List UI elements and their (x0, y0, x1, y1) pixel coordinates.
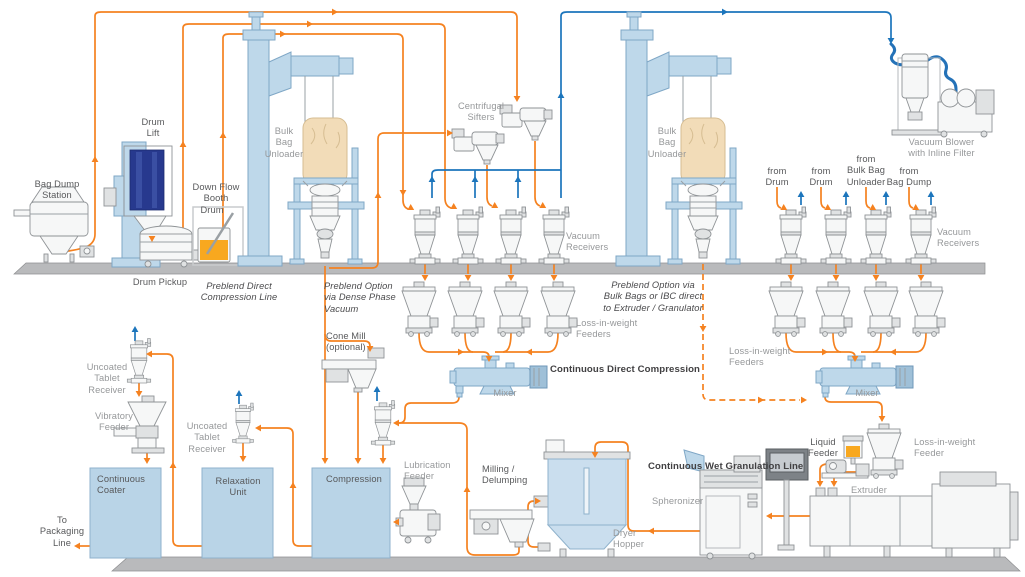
extruder-label: Extruder (851, 485, 887, 495)
bag-dump-station (13, 186, 95, 263)
vacuum-receivers-left-label: Vacuum Receivers (566, 231, 609, 253)
milling-delumping-label: Milling / Delumping (482, 464, 528, 486)
relaxation-unit (201, 467, 274, 559)
lubrication-feeder (395, 477, 441, 544)
liquid-feeder (821, 435, 869, 479)
vacuum-blower-label: Vacuum Blower with Inline Filter (908, 137, 975, 159)
continuous-coater (89, 467, 162, 559)
uncoated-tablet-receiver-2-label: Uncoated Tablet Receiver (186, 421, 228, 454)
vacuum-receivers-left (409, 206, 570, 265)
from-bulk-bag-unloader-label: from Bulk Bag Unloader (846, 154, 886, 187)
liw-feeder-single-label: Loss-in-weight Feeder (914, 437, 976, 459)
compression (311, 467, 391, 559)
cone-mill (321, 347, 385, 393)
flow-lines-blue (134, 11, 958, 404)
vacuum-receivers-right-label: Vacuum Receivers (937, 227, 980, 249)
vacuum-blower (891, 53, 995, 138)
drum-pickup-label: Drum Pickup (132, 277, 188, 287)
to-packaging-line-label: To Packaging Line (39, 515, 85, 548)
centrifugal-sifters-label: Centrifugal Sifters (457, 101, 505, 123)
down-flow-booth (192, 206, 244, 266)
down-flow-booth-label: Down Flow Booth (192, 182, 240, 204)
from-bag-dump-label: from Bag Dump (886, 166, 932, 188)
continuous-coater-label: Continuous Coater (97, 474, 146, 496)
bulk-bag-unloader-1 (237, 11, 365, 267)
cone-mill-label: Cone Mill (optional) (326, 331, 366, 353)
floor-lower (111, 556, 1021, 572)
drum-label: Drum (200, 205, 224, 215)
preblend-dense-label: Preblend Option via Dense Phase Vacuum (324, 281, 396, 314)
lubrication-feeder-label: Lubrication Feeder (404, 460, 451, 482)
receiver-above-compression (370, 400, 396, 446)
compression-label: Compression (326, 474, 382, 484)
preblend-bulk-label: Preblend Option via Bulk Bags or IBC dir… (603, 280, 703, 313)
mixer-1-label: Mixer (493, 388, 517, 398)
continuous-direct-compression-label: Continuous Direct Compression (550, 364, 701, 375)
spheronizer (683, 449, 763, 560)
uncoated-tablet-receiver-1-label: Uncoated Tablet Receiver (86, 362, 128, 395)
relaxation-unit-label: Relaxation Unit (215, 476, 261, 498)
preblend-direct-label: Preblend Direct Compression Line (200, 281, 278, 303)
dryer-hopper (537, 439, 631, 558)
flow-lines-dashed (702, 264, 800, 401)
drum-lift (103, 141, 173, 268)
bulk-bag-unloader-2-label: Bulk Bag Unloader (647, 126, 687, 159)
extruder (765, 448, 1019, 558)
vacuum-receivers-right (775, 206, 937, 265)
continuous-wet-granulation-label: Continuous Wet Granulation Line (648, 461, 804, 472)
liw-feeders-left-label: Loss-in-weight Feeders (576, 318, 638, 340)
liw-feeders-left (401, 281, 578, 337)
spheronizer-label: Spheronizer (652, 496, 704, 506)
vibratory-feeder (113, 395, 167, 454)
bag-dump-station-label: Bag Dump Station (34, 179, 80, 201)
liw-feeders-right (768, 281, 946, 337)
from-drum-1-label: from Drum (765, 166, 789, 188)
centrifugal-sifter-1 (451, 128, 505, 165)
from-drum-2-label: from Drum (809, 166, 833, 188)
liquid-feeder-label: Liquid Feeder (807, 437, 839, 459)
single-liw-feeder (855, 423, 904, 479)
vibratory-feeder-label: Vibratory Feeder (95, 411, 133, 433)
bulk-bag-unloader-1-label: Bulk Bag Unloader (264, 126, 304, 159)
dryer-hopper-label: Dryer Hopper (613, 528, 645, 550)
milling-delumping (469, 495, 551, 548)
mixer-2-label: Mixer (855, 388, 879, 398)
drum-lift-label: Drum Lift (141, 117, 165, 139)
liw-feeders-right-label: Loss-in-weight Feeders (729, 346, 791, 368)
